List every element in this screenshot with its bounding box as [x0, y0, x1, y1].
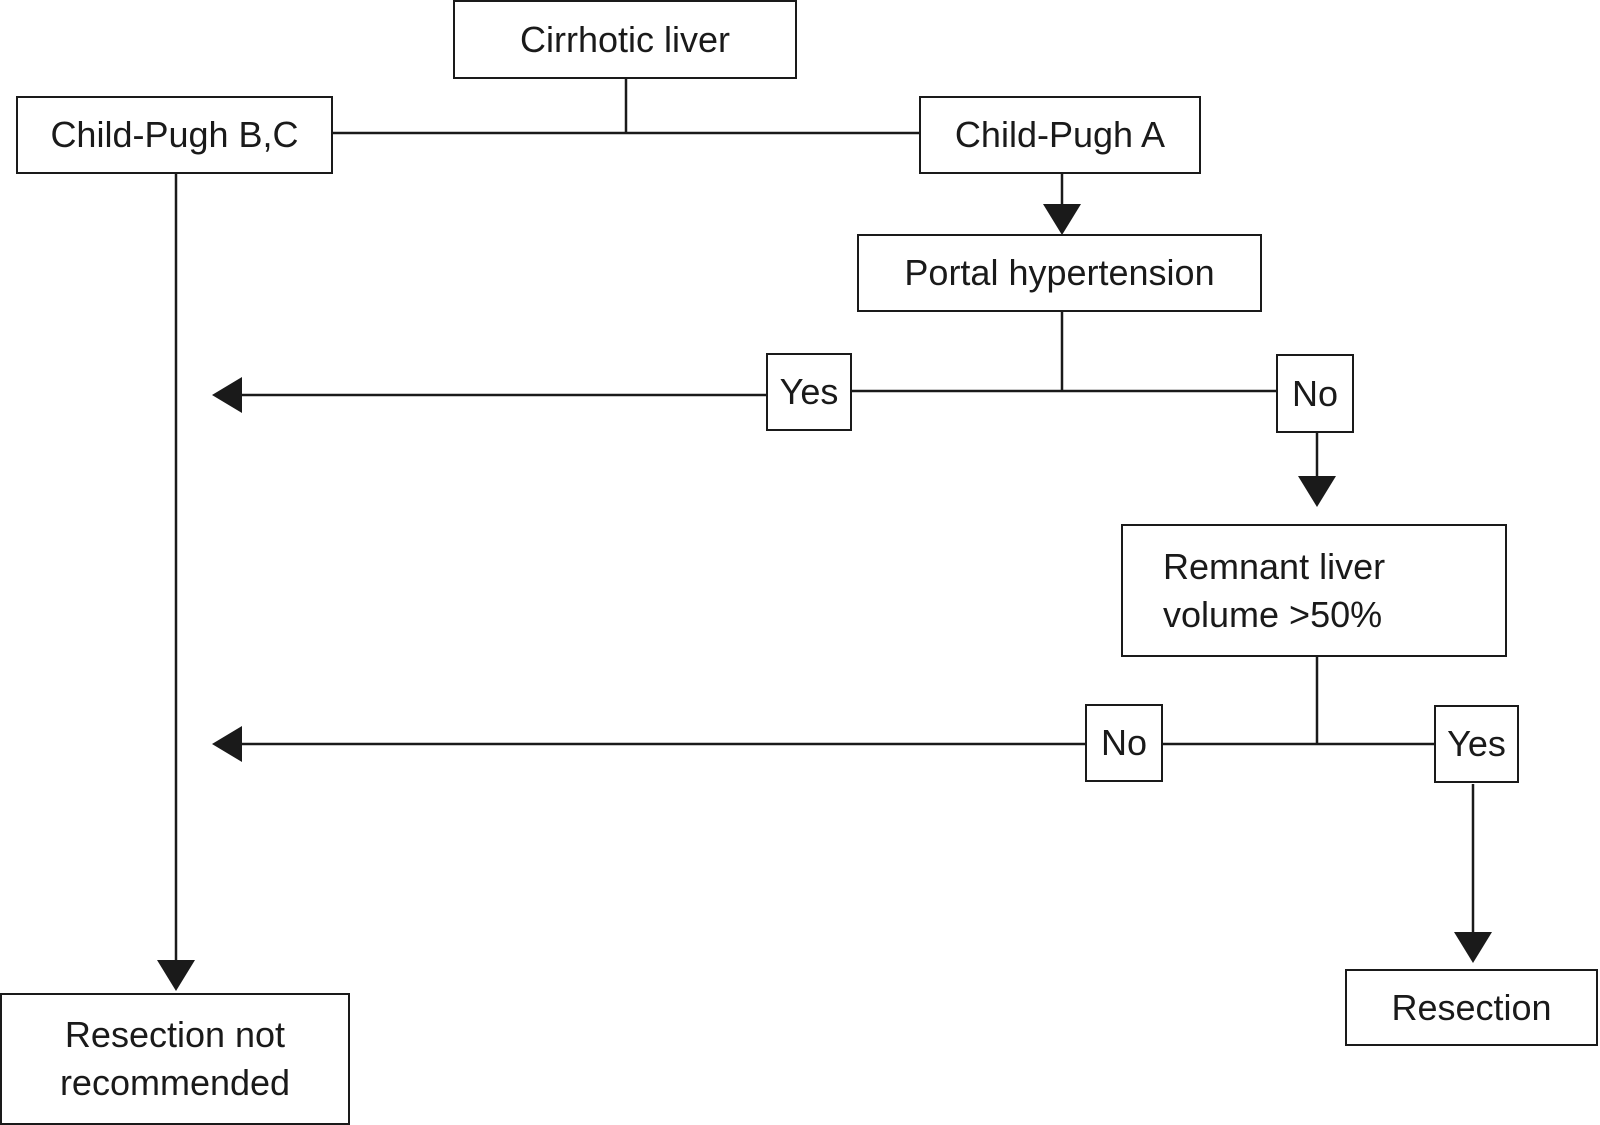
node-resection-not-recommended-text: Resection not recommended: [59, 1014, 291, 1103]
node-resection-text: Resection: [1391, 986, 1552, 1028]
label-remnant-yes-text: Yes: [1447, 723, 1506, 764]
arrowhead-portal: [1043, 204, 1081, 235]
node-portal-hypertension-text: Portal hypertension: [904, 252, 1215, 293]
arrowhead-not-recommended: [157, 960, 195, 991]
node-resection-not-recommended: Resection not recommended: [0, 993, 350, 1125]
node-child-pugh-a-text: Child-Pugh A: [954, 114, 1166, 155]
label-portal-yes-text: Yes: [779, 371, 839, 412]
label-portal-yes: Yes: [766, 353, 852, 431]
node-resection: Resection: [1345, 969, 1598, 1046]
node-child-pugh-a: Child-Pugh A: [919, 96, 1201, 174]
node-remnant-liver-volume: Remnant liver volume >50%: [1121, 524, 1507, 657]
arrowhead-resection: [1454, 932, 1492, 963]
node-portal-hypertension: Portal hypertension: [857, 234, 1262, 312]
label-portal-no-text: No: [1291, 372, 1339, 414]
node-remnant-liver-volume-text: Remnant liver volume >50%: [1163, 545, 1386, 635]
node-cirrhotic-liver: Cirrhotic liver: [453, 0, 797, 79]
label-remnant-yes: Yes: [1434, 705, 1519, 783]
node-child-pugh-bc-text: Child-Pugh B,C: [50, 114, 299, 155]
label-remnant-no-text: No: [1100, 722, 1148, 763]
label-remnant-no: No: [1085, 704, 1163, 782]
node-child-pugh-bc: Child-Pugh B,C: [16, 96, 333, 174]
node-cirrhotic-liver-text: Cirrhotic liver: [519, 18, 731, 60]
label-portal-no: No: [1276, 354, 1354, 433]
arrowhead-remnant: [1298, 476, 1336, 507]
arrowhead-no-left: [212, 726, 242, 762]
arrowhead-yes-left: [212, 377, 242, 413]
